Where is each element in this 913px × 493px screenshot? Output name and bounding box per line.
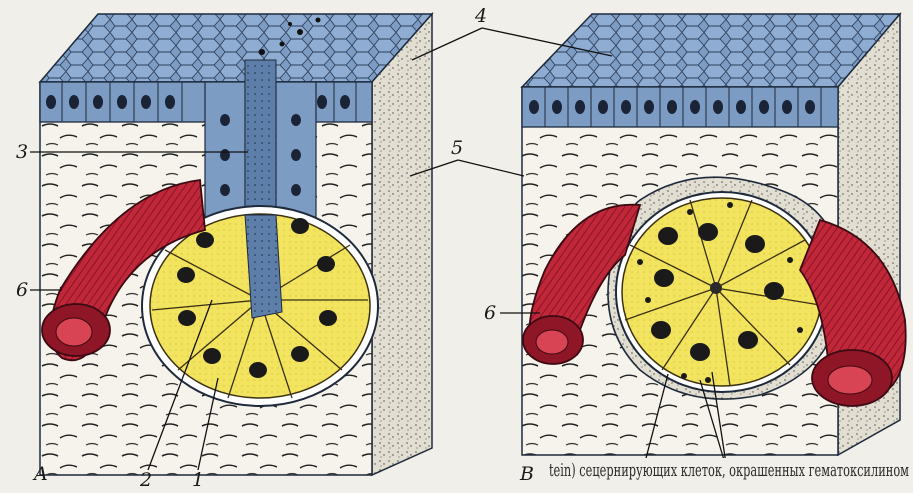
panel-b-block [522,14,906,455]
panel-b-epithelium-top [522,14,900,87]
panel-a-block [40,14,432,475]
callout-2-panel-a: 2 [139,469,152,491]
panel-a-disintegrating-cells [245,215,282,318]
callout-4: 4 [474,5,487,27]
panel-a-epithelium-top [40,14,432,82]
callout-5: 5 [451,137,463,159]
panel-a-side-face [372,14,432,475]
panel-b-secretory-acinus [622,198,822,386]
panel-letter-a: A [32,463,48,485]
callout-3: 3 [16,141,28,163]
caption-fragment: tein) сецернирующих клеток, окрашенных г… [549,460,909,481]
panel-letter-b: B [519,463,534,485]
callout-6-panel-a: 6 [16,279,28,301]
panel-b-lumen [710,282,722,294]
callout-6-panel-b: 6 [484,302,496,324]
callout-1-panel-a: 1 [192,469,204,491]
